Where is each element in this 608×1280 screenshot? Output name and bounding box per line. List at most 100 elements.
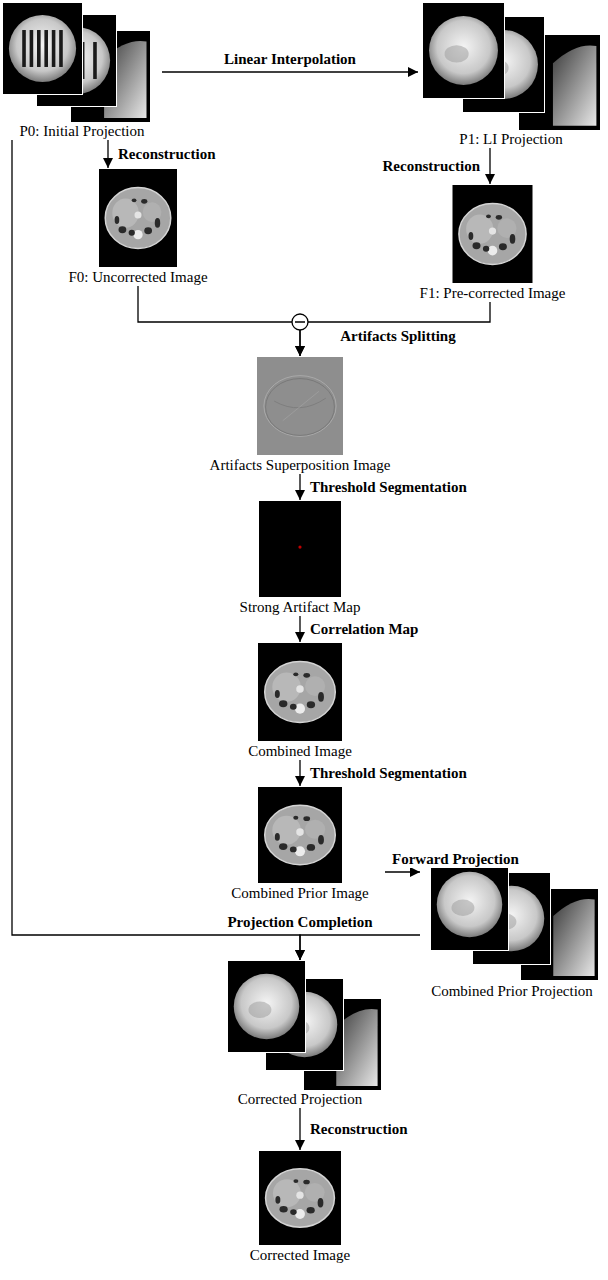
metal-trace [59, 30, 63, 67]
ct-air [293, 672, 298, 676]
illustration [3, 3, 151, 123]
metal-trace [52, 30, 56, 67]
residual-background [257, 357, 343, 455]
figure-image [215, 786, 385, 884]
ct-air [293, 1179, 298, 1183]
ct-air [132, 198, 137, 202]
figure-caption: Corrected Image [250, 1246, 350, 1264]
ct-spine [488, 246, 498, 256]
step-label: Artifacts Splitting [338, 327, 457, 345]
residual-edge [266, 379, 335, 436]
metal-trace [22, 30, 26, 67]
figure-image [215, 1150, 385, 1246]
metal-trace [93, 42, 97, 79]
ct-background [259, 1151, 341, 1245]
figure-caption: Combined Prior Projection [431, 982, 593, 1000]
metal-trace [44, 30, 48, 67]
projection-region [429, 16, 498, 85]
ct-spine [295, 1209, 305, 1219]
ct-air [279, 700, 287, 707]
ct-air [155, 218, 160, 228]
figure-panel: P1: LI Projection [418, 2, 604, 148]
flow-arrow [300, 935, 420, 960]
ct-air [303, 1180, 310, 1185]
metal-trace [37, 30, 41, 67]
figure-image [215, 642, 385, 742]
figure-panel: F0: Uncorrected Image [65, 168, 211, 286]
figure-caption: Combined Prior Image [231, 884, 368, 902]
ct-air [303, 673, 310, 678]
projection-region [553, 45, 596, 125]
figure-panel: P0: Initial Projection [2, 2, 162, 140]
flow-arrow [12, 140, 300, 960]
step-label: Projection Completion [225, 913, 374, 931]
figure-panel: Artifacts Superposition Image [180, 356, 420, 474]
flow-arrow [385, 871, 420, 872]
ct-air [293, 816, 298, 820]
residual-edge [264, 376, 336, 437]
figure-caption: F1: Pre-corrected Image [420, 284, 566, 302]
figure-image [68, 168, 208, 268]
figure-panel: Strong Artifact Map [215, 500, 385, 616]
ct-air [144, 227, 152, 234]
flow-arrow [299, 760, 300, 786]
ct-spine [295, 704, 305, 714]
ct-liver [273, 1179, 301, 1207]
projection-region [234, 974, 300, 1040]
figure-caption: P1: LI Projection [459, 130, 562, 148]
figure-panel: Combined Prior Projection [420, 858, 604, 1000]
ct-air [483, 246, 489, 252]
ct-air [115, 216, 120, 224]
figure-caption: Combined Image [248, 742, 352, 760]
step-label: Reconstruction [381, 157, 483, 175]
step-label: Correlation Map [308, 620, 420, 638]
flow-arrow [300, 302, 490, 356]
ct-air [318, 835, 324, 845]
ct-air [141, 199, 147, 204]
ct-air [486, 214, 491, 218]
step-label: Forward Projection [390, 850, 521, 868]
ct-air [119, 226, 127, 233]
ct-air [473, 242, 481, 249]
ct-air [303, 816, 310, 821]
illustration [259, 501, 341, 597]
ct-aorta [489, 227, 496, 234]
artifact-spot [298, 545, 301, 548]
ct-body [459, 204, 526, 265]
illustration [258, 643, 342, 741]
figure-image [205, 960, 395, 1090]
illustration [228, 961, 382, 1091]
projection-region [553, 899, 594, 976]
projection-frame [423, 3, 505, 99]
map-background [259, 501, 341, 597]
projection-frame [228, 961, 306, 1053]
ct-air [290, 847, 297, 853]
ct-body [265, 662, 336, 723]
ct-air [129, 230, 135, 236]
projection-frame [431, 859, 509, 951]
ct-aorta [134, 212, 141, 219]
figure-caption: F0: Uncorrected Image [68, 268, 207, 286]
ct-liver [272, 816, 301, 845]
step-label: Threshold Segmentation [308, 478, 469, 496]
ct-air [290, 704, 297, 710]
ct-air [318, 692, 324, 702]
ct-body [266, 1169, 335, 1227]
flow-arrow [299, 1108, 300, 1150]
figure-panel: Combined Prior Image [215, 786, 385, 902]
projection-region [437, 872, 503, 938]
flow-arrow [162, 71, 418, 72]
ct-liver [272, 672, 301, 701]
illustration [259, 1151, 341, 1245]
ct-air [275, 690, 280, 698]
residual-streak [283, 391, 319, 420]
ct-air [307, 701, 315, 708]
figure-panel: Corrected Image [215, 1150, 385, 1264]
illustration [431, 859, 599, 981]
figure-image [418, 2, 604, 130]
ct-liver [112, 198, 139, 227]
figure-caption: Strong Artifact Map [240, 598, 361, 616]
figure-panel: Corrected Projection [205, 960, 395, 1108]
